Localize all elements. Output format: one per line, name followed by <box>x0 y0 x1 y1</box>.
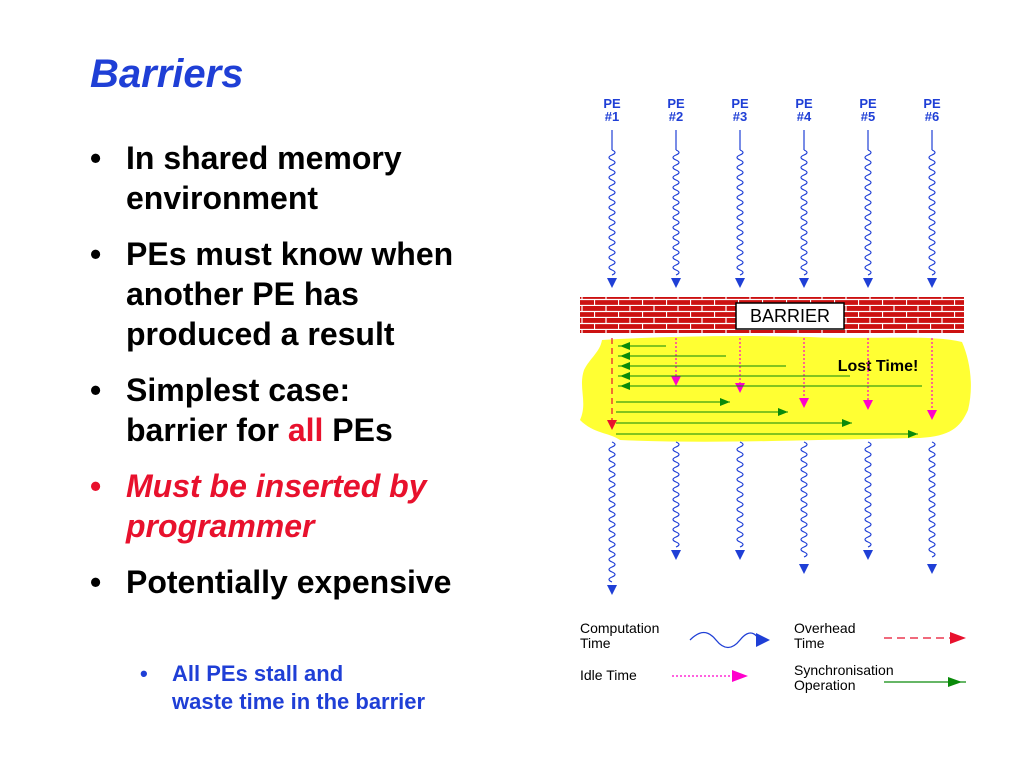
bullet-shared-memory: In shared memory environment <box>90 138 550 218</box>
pe-label-top: PE <box>859 96 877 111</box>
sync-arrow <box>620 362 630 370</box>
overhead-arrow <box>607 420 617 430</box>
bullet-text: PEs must know when <box>126 236 454 272</box>
bullet-simplest-case: Simplest case: barrier for all PEs <box>90 370 550 450</box>
legend-sync-label: Operation <box>794 677 855 693</box>
legend-overhead-label: Time <box>794 635 825 651</box>
computation-wave <box>672 149 680 276</box>
pe-label-number: #5 <box>861 109 875 124</box>
legend-idle-arrow <box>732 670 748 682</box>
legend-computation-wave <box>689 631 759 649</box>
pe-label-top: PE <box>923 96 941 111</box>
computation-wave <box>736 441 744 548</box>
pe-label-number: #3 <box>733 109 747 124</box>
lost-time-label: Lost Time! <box>838 358 919 375</box>
bullet-potentially-expensive: Potentially expensive <box>90 562 550 602</box>
bullet-text: barrier for <box>126 412 288 448</box>
idle-arrow <box>671 376 681 386</box>
bullet-list: In shared memory environment PEs must kn… <box>90 138 550 618</box>
pe-label-number: #1 <box>605 109 619 124</box>
legend: Computation Time Overhead Time Idle Time… <box>580 620 966 693</box>
computation-wave <box>928 441 936 558</box>
bullet-text: another PE has <box>126 276 359 312</box>
legend-computation-label: Time <box>580 635 611 651</box>
sync-arrow <box>908 430 918 438</box>
bullet-pes-must-know: PEs must know when another PE has produc… <box>90 234 550 354</box>
slide-title: Barriers <box>90 52 244 96</box>
computation-arrow <box>607 278 617 288</box>
legend-overhead-arrow <box>950 632 966 644</box>
sub-bullet-text: waste time in the barrier <box>172 689 426 714</box>
idle-arrow <box>863 400 873 410</box>
computation-arrow <box>799 564 809 574</box>
legend-overhead-label: Overhead <box>794 620 855 636</box>
computation-wave <box>800 149 808 276</box>
sub-bullet-stall: All PEs stall and waste time in the barr… <box>140 660 560 716</box>
computation-wave <box>928 149 936 276</box>
sync-arrow <box>620 372 630 380</box>
computation-arrow <box>927 564 937 574</box>
pe-label-top: PE <box>667 96 685 111</box>
bullet-text: In shared memory <box>126 140 402 176</box>
sync-arrow <box>778 408 788 416</box>
computation-arrow <box>799 278 809 288</box>
computation-wave <box>800 441 808 558</box>
sync-arrow <box>720 398 730 406</box>
bullet-text: Potentially expensive <box>126 564 452 600</box>
bullet-text: produced a result <box>126 316 395 352</box>
bullet-text: PEs <box>323 412 393 448</box>
pe-label-top: PE <box>731 96 749 111</box>
sync-arrow <box>842 419 852 427</box>
computation-wave <box>672 441 680 548</box>
legend-computation-label: Computation <box>580 620 659 636</box>
bullet-emphasis-all: all <box>287 412 324 448</box>
sync-arrow <box>620 342 630 350</box>
barrier-label-box <box>735 302 845 330</box>
computation-wave <box>864 149 872 276</box>
lost-time-region <box>580 336 971 442</box>
computation-arrow <box>671 278 681 288</box>
computation-arrow <box>735 550 745 560</box>
computation-arrow <box>607 585 617 595</box>
bullet-text: Simplest case: <box>126 372 351 408</box>
computation-wave <box>736 149 744 276</box>
pe-label-top: PE <box>795 96 813 111</box>
barrier-label: BARRIER <box>750 306 830 326</box>
legend-idle-label: Idle Time <box>580 667 637 683</box>
sub-bullet-list: All PEs stall and waste time in the barr… <box>140 660 560 716</box>
bullet-text: Must be inserted by <box>126 468 427 504</box>
sync-arrow <box>620 382 630 390</box>
computation-arrow <box>927 278 937 288</box>
legend-sync-arrow <box>948 677 962 687</box>
computation-arrow <box>863 550 873 560</box>
pe-label-number: #4 <box>797 109 812 124</box>
legend-sync-label: Synchronisation <box>794 662 894 678</box>
bullet-must-be-inserted: Must be inserted by programmer <box>90 466 550 546</box>
pe-label-top: PE <box>603 96 621 111</box>
computation-arrow <box>735 278 745 288</box>
computation-arrow <box>671 550 681 560</box>
pe-label-number: #6 <box>925 109 939 124</box>
barrier-diagram: BARRIER Lost Time! PE#1PE#2PE#3PE#4PE#5P… <box>580 96 971 693</box>
idle-arrow <box>927 410 937 420</box>
computation-wave <box>608 441 616 583</box>
bullet-text: programmer <box>126 508 315 544</box>
sub-bullet-text: All PEs stall and <box>172 661 344 686</box>
idle-arrow <box>799 398 809 408</box>
sync-arrow <box>620 352 630 360</box>
computation-wave <box>608 149 616 276</box>
pe-label-number: #2 <box>669 109 683 124</box>
legend-computation-arrow <box>756 633 770 647</box>
computation-wave <box>864 441 872 548</box>
bullet-text: environment <box>126 180 319 216</box>
computation-arrow <box>863 278 873 288</box>
